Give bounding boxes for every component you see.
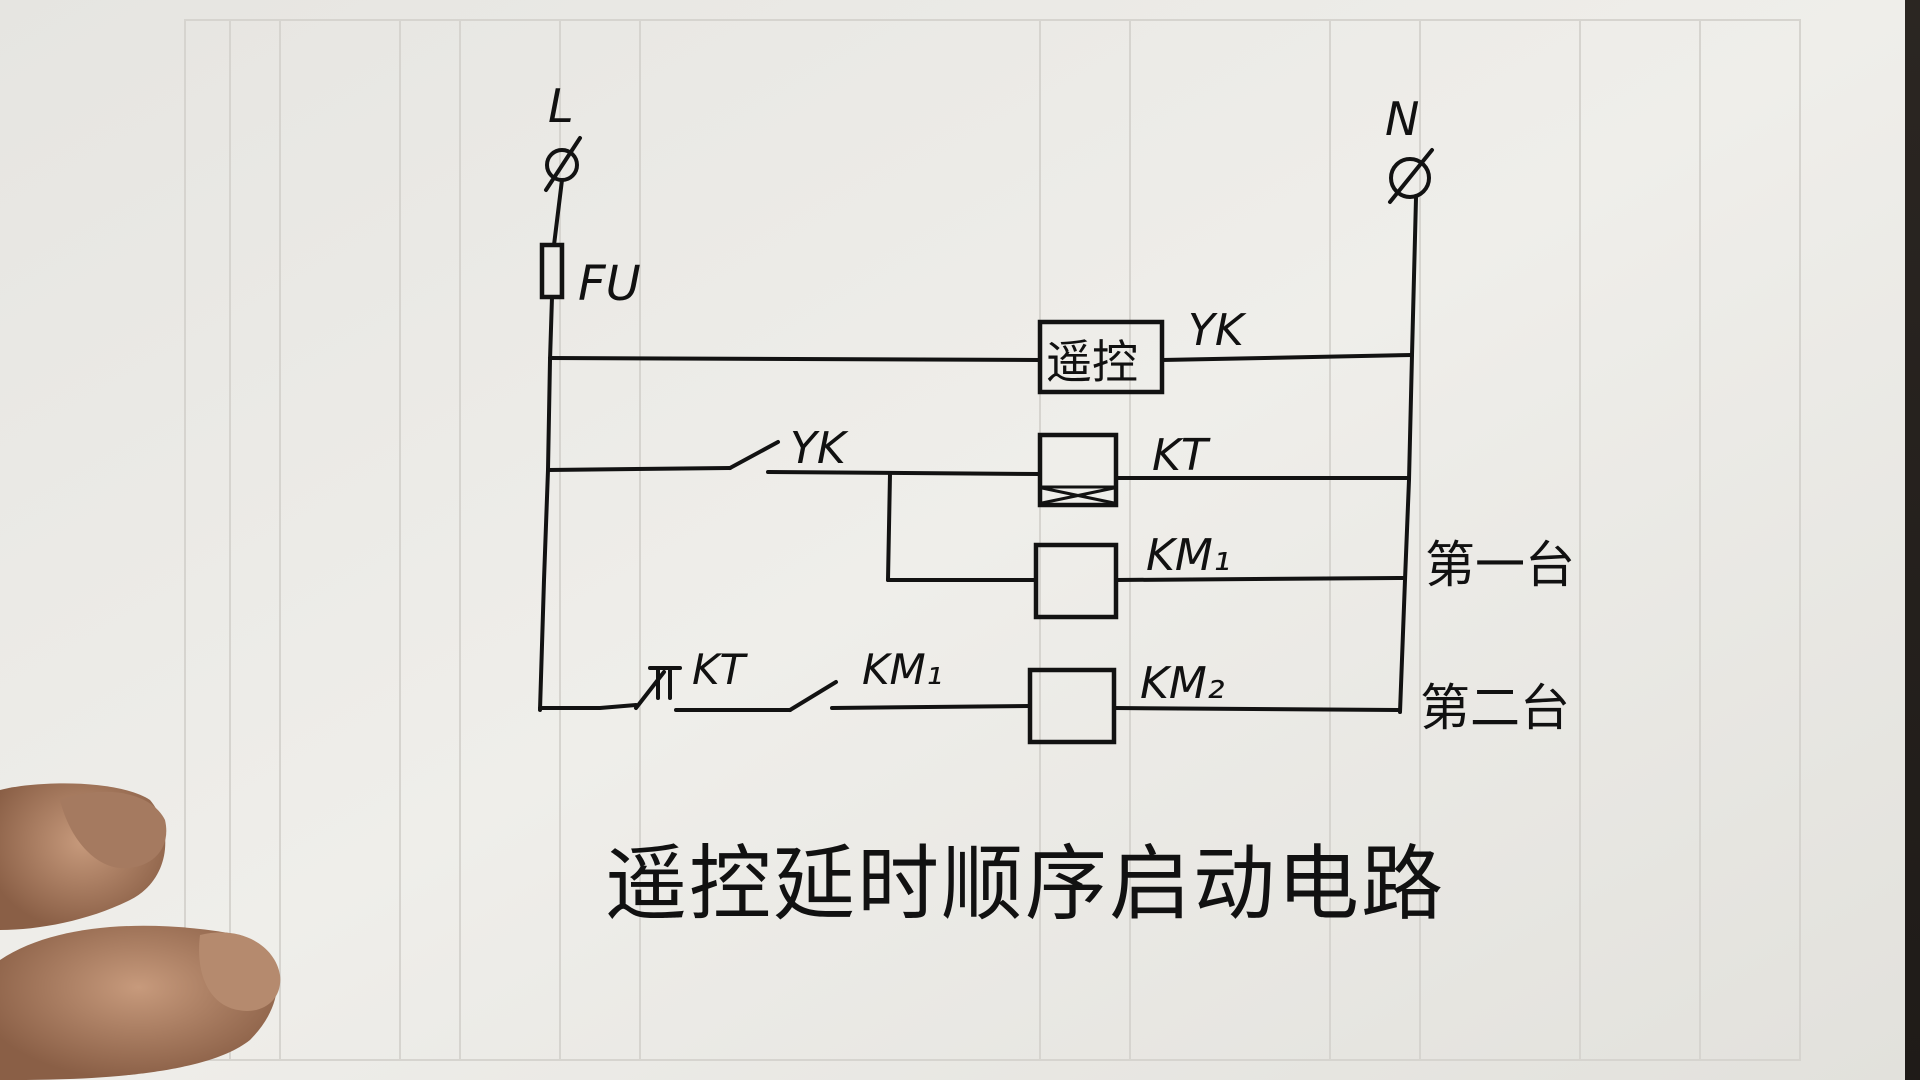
- rung1-wire-left: [548, 356, 1042, 362]
- rung1-wire-right: [1160, 353, 1414, 362]
- motor1-label: 第一台: [1425, 536, 1575, 594]
- timer-coil-box: [1037, 432, 1119, 508]
- km1-contact-label: KM₁: [862, 645, 943, 694]
- timer-coil-label: KT: [1152, 430, 1211, 481]
- motor2-label: 第二台: [1420, 679, 1570, 737]
- km2-coil-label: KM₂: [1140, 658, 1224, 709]
- kt-contact-label: KT: [692, 645, 749, 694]
- terminal-n-label: N: [1385, 92, 1419, 146]
- km1-wire-right: [1114, 576, 1407, 582]
- km1-branch-vertical: [886, 472, 892, 582]
- rung4-wire-left: [538, 703, 638, 710]
- terminal-l-label: L: [548, 79, 574, 133]
- rung2-wire-left: [546, 466, 732, 472]
- yk-contact-symbol: [728, 440, 780, 470]
- diagram-title: 遥控延时顺序启动电路: [605, 837, 1445, 932]
- fingers-photo-detail: [0, 783, 281, 1080]
- rung4-wire-mid2: [830, 704, 1032, 710]
- km2-wire-right: [1112, 706, 1402, 712]
- km1-aux-contact-symbol: [788, 680, 838, 712]
- km1-coil-label: KM₁: [1146, 530, 1230, 581]
- fuse-label: FU: [578, 256, 641, 312]
- remote-receiver-label: YK: [1188, 305, 1247, 356]
- l-bus-upper: [552, 178, 564, 247]
- yk-contact-label: YK: [790, 423, 849, 474]
- kt-delay-contact-symbol: [634, 666, 682, 710]
- remote-receiver-text: 遥控: [1046, 335, 1138, 389]
- rung2-wire-mid: [766, 470, 1042, 476]
- terminal-n-symbol: [1388, 148, 1434, 204]
- timer-coil-delay-marker: [1040, 485, 1116, 505]
- remote-receiver-box: [1037, 319, 1165, 395]
